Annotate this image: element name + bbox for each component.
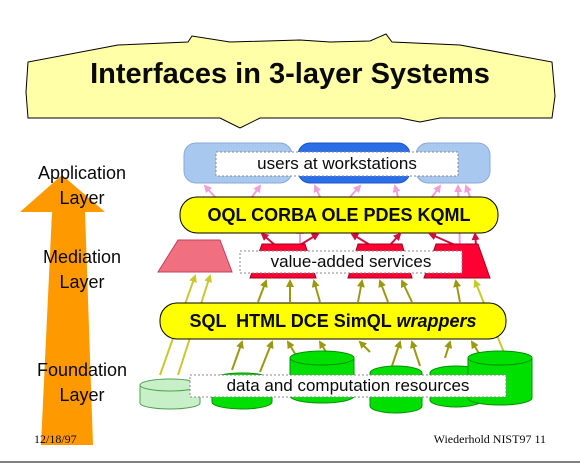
foundation-label-box [189, 374, 507, 398]
lower-interface-plain: SQL HTML DCE SimQL [189, 311, 392, 331]
footer-date: 12/18/97 [34, 432, 77, 446]
lower-interface-italic: wrappers [396, 311, 477, 331]
page-title: Interfaces in 3-layer Systems [90, 58, 490, 90]
application-layer-label: Application Layer [37, 163, 127, 208]
mediator-light [157, 239, 233, 273]
mediation-label: value-added services [270, 252, 432, 271]
lower-interface-pill [159, 302, 507, 340]
footer-credit: Wiederhold NIST97 11 [433, 432, 546, 446]
lower-interface-label: SQL HTML DCE SimQL wrappers [160, 303, 506, 339]
mediation-label-box [239, 250, 463, 274]
foundation-layer-label: Foundation Layer [36, 360, 128, 405]
title-banner [25, 33, 556, 129]
upper-interface-label: OQL CORBA OLE PDES KQML [207, 205, 471, 225]
upper-interface-pill [179, 196, 499, 234]
workstation-label-box [215, 151, 459, 177]
olive-arrows [257, 279, 462, 303]
red-arrows [260, 232, 480, 246]
layer-arrow [20, 175, 105, 445]
mediation-layer-label: Mediation Layer [42, 247, 122, 292]
foundation-label: data and computation resources [226, 376, 470, 395]
workstation-label: users at workstations [257, 154, 417, 173]
